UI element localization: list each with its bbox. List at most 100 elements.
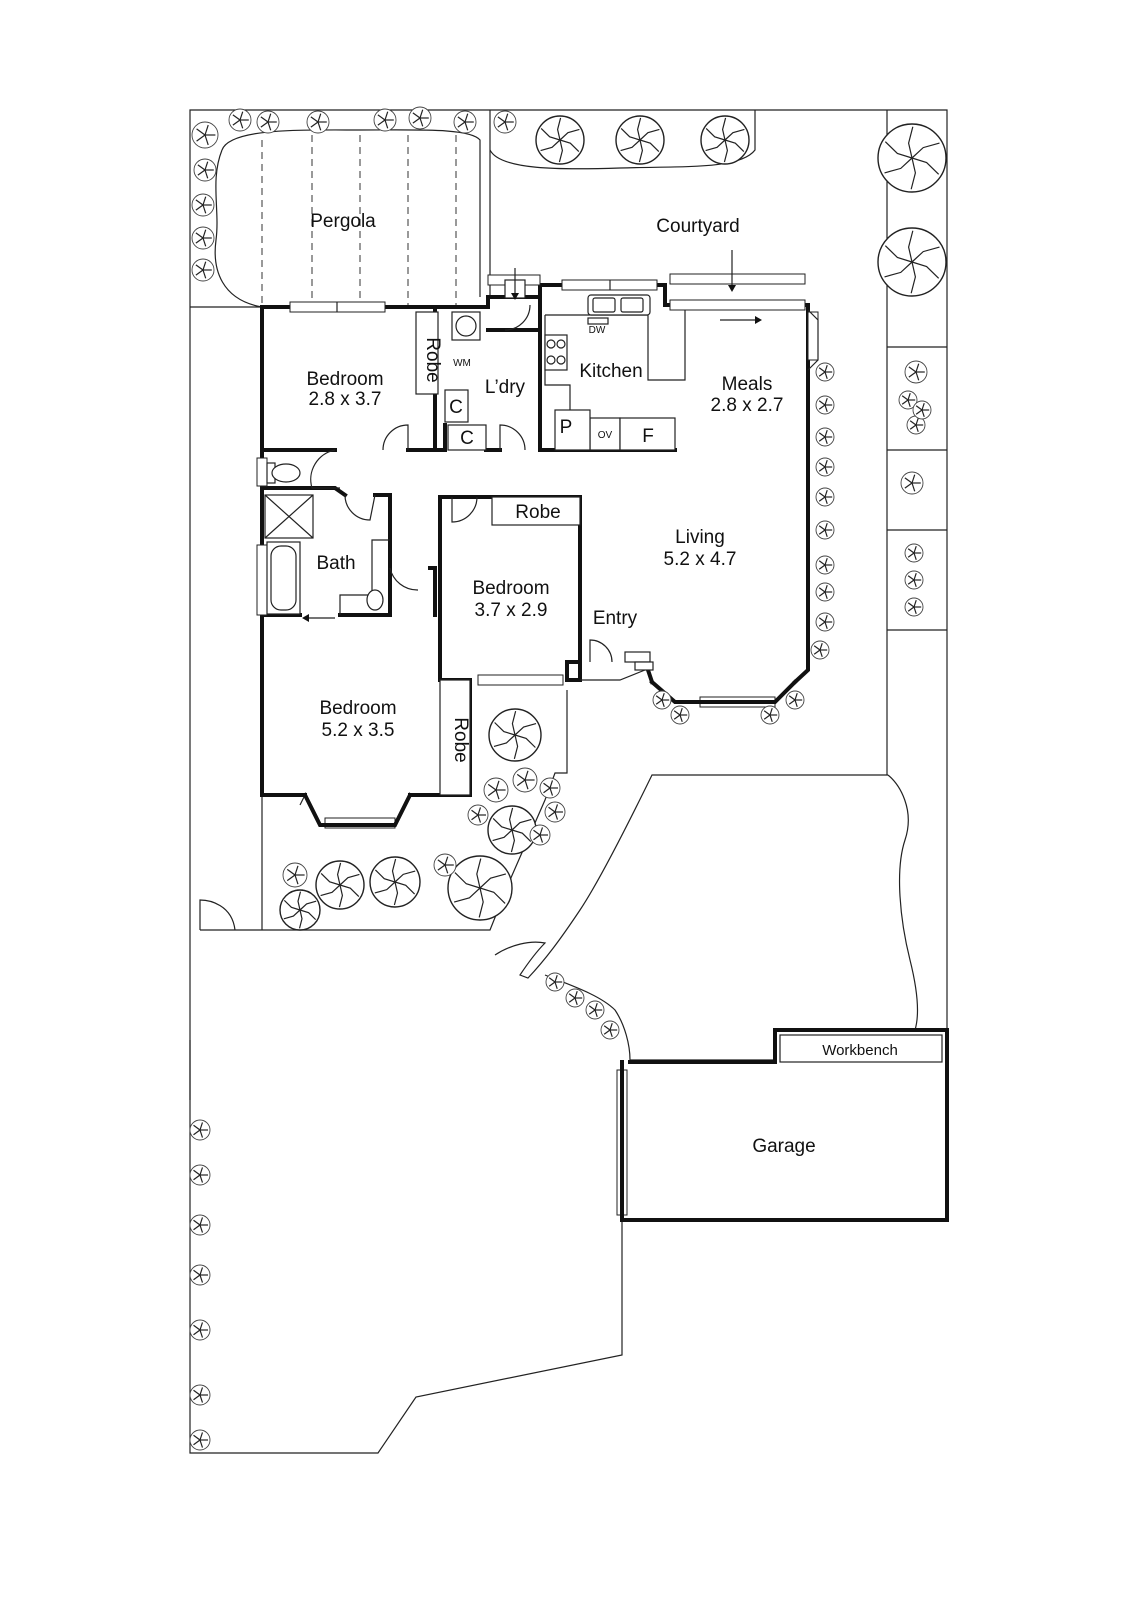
- fridge-label: F: [642, 426, 654, 447]
- shrub-icon: [408, 106, 432, 130]
- shrub-icon: [189, 1164, 211, 1186]
- shrub-icon: [493, 110, 517, 134]
- shrub-icon: [815, 395, 835, 415]
- shrub-icon: [585, 1000, 605, 1020]
- site-boundary: [189, 109, 948, 1454]
- door-swings: [299, 304, 646, 806]
- shrub-icon: [191, 121, 219, 149]
- shrub-icon: [900, 471, 924, 495]
- shrub-icon: [373, 108, 397, 132]
- shrub-icon: [904, 360, 928, 384]
- laundry-label: L’dry: [485, 377, 526, 398]
- courtyard-label: Courtyard: [656, 216, 739, 237]
- shrub-icon: [529, 824, 551, 846]
- shrub-icon: [189, 1384, 211, 1406]
- shrub-icon: [483, 777, 509, 803]
- shrub-icon: [453, 110, 477, 134]
- tree-icon: [700, 115, 750, 165]
- trees: [279, 115, 947, 931]
- tree-icon: [369, 856, 421, 908]
- shrub-icon: [189, 1429, 211, 1451]
- sink-icon: [455, 315, 477, 337]
- pergola-label: Pergola: [310, 211, 376, 232]
- kitchen-label: Kitchen: [579, 361, 642, 382]
- tree-icon: [488, 708, 542, 762]
- arrow-icon: [302, 250, 762, 622]
- shrub-icon: [189, 1119, 211, 1141]
- bedroom-3-size: 5.2 x 3.5: [322, 720, 395, 741]
- sink-icon: [587, 294, 651, 316]
- shrubs: [189, 106, 932, 1451]
- shrub-icon: [904, 543, 924, 563]
- pergola-beams: [261, 135, 457, 305]
- shrub-icon: [652, 690, 672, 710]
- tree-icon: [279, 889, 321, 931]
- tree-icon: [487, 805, 537, 855]
- tree-icon: [877, 227, 947, 297]
- shrub-icon: [189, 1214, 211, 1236]
- cupboard-2-label: C: [460, 428, 474, 449]
- shrub-icon: [306, 110, 330, 134]
- shrub-icon: [193, 158, 217, 182]
- dw-label: DW: [589, 325, 606, 336]
- pantry-label: P: [560, 417, 573, 438]
- shrub-icon: [545, 972, 565, 992]
- shrub-icon: [565, 988, 585, 1008]
- bathtub-icon: [266, 541, 301, 615]
- garage: [620, 1028, 949, 1222]
- shrub-icon: [670, 705, 690, 725]
- shrub-icon: [191, 193, 215, 217]
- shrub-icon: [810, 640, 830, 660]
- bedroom-2-size: 3.7 x 2.9: [475, 600, 548, 621]
- shrub-icon: [189, 1319, 211, 1341]
- shrub-icon: [898, 390, 918, 410]
- cooktop-icon: [544, 334, 568, 371]
- bedroom-2-name: Bedroom: [472, 578, 549, 599]
- shrub-icon: [539, 777, 561, 799]
- oven-label: OV: [598, 430, 613, 441]
- shrub-icon: [191, 258, 215, 282]
- wm-label: WM: [453, 358, 471, 369]
- tree-icon: [447, 855, 513, 921]
- shrub-icon: [912, 400, 932, 420]
- shrub-icon: [815, 457, 835, 477]
- shrub-icon: [256, 110, 280, 134]
- tree-icon: [535, 115, 585, 165]
- shrub-icon: [600, 1020, 620, 1040]
- shrub-icon: [904, 597, 924, 617]
- shrub-icon: [544, 801, 566, 823]
- shrub-icon: [815, 555, 835, 575]
- meals-name: Meals: [722, 374, 773, 395]
- toilet-icon: [266, 462, 301, 484]
- cupboard-1-label: C: [449, 397, 463, 418]
- shrub-icon: [815, 612, 835, 632]
- fixtures: [264, 279, 686, 796]
- shrub-icon: [760, 705, 780, 725]
- shower-icon: [264, 494, 314, 539]
- shrub-icon: [815, 362, 835, 382]
- shrub-icon: [191, 226, 215, 250]
- shrub-icon: [512, 767, 538, 793]
- robe-1-label: Robe: [422, 337, 443, 382]
- shrub-icon: [815, 487, 835, 507]
- garage-label: Garage: [752, 1136, 815, 1157]
- shrub-icon: [228, 108, 252, 132]
- workbench-label: Workbench: [822, 1042, 898, 1059]
- shrub-icon: [815, 520, 835, 540]
- living-name: Living: [675, 527, 725, 548]
- tree-icon: [877, 123, 947, 193]
- shrub-icon: [785, 690, 805, 710]
- living-size: 5.2 x 4.7: [664, 549, 737, 570]
- tree-icon: [315, 860, 365, 910]
- entry-label: Entry: [593, 608, 638, 629]
- bedroom-1-name: Bedroom: [306, 369, 383, 390]
- bath-label: Bath: [316, 553, 355, 574]
- robe-2-label: Robe: [515, 502, 560, 523]
- meals-size: 2.8 x 2.7: [711, 395, 784, 416]
- shrub-icon: [467, 804, 489, 826]
- shrub-icon: [189, 1264, 211, 1286]
- room-labels: Pergola Courtyard Bedroom 2.8 x 3.7 Robe…: [306, 211, 897, 1157]
- shrub-icon: [282, 862, 308, 888]
